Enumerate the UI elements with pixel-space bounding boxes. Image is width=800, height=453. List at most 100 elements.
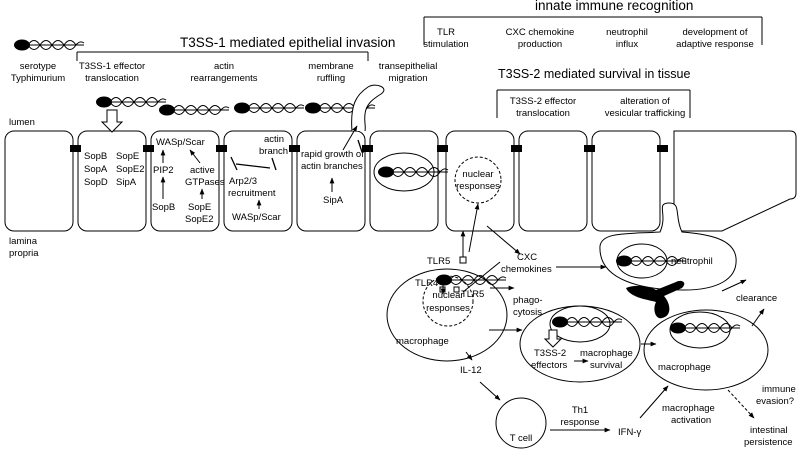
serotype-label: serotype: [20, 61, 56, 72]
step-actin: actin: [214, 61, 234, 72]
effector-sope2: SopE2: [116, 164, 145, 175]
arp-label: Arp2/3: [229, 176, 257, 187]
actin-label: actin: [264, 134, 284, 145]
epithelial-cell: [591, 130, 661, 232]
actin-filament: [230, 156, 238, 171]
macrophage-label: macrophage: [396, 336, 449, 347]
persistence-label-b: persistence: [744, 437, 793, 448]
effector-sopb: SopB: [84, 151, 107, 162]
epithelial-cell-tilted: [673, 130, 797, 232]
arrow: [342, 125, 358, 151]
innate-item-2b: production: [518, 39, 562, 50]
evasion-label-b: evasion?: [756, 396, 794, 407]
step-migration: transepithelial: [379, 61, 438, 72]
nucleus: [454, 156, 502, 204]
sope2-label: SopE2: [185, 214, 214, 225]
t3ss2-header: T3SS-2 mediated survival in tissue: [498, 67, 690, 81]
gtpases-label: GTPases: [185, 177, 225, 188]
innate-header: innate immune recognition: [535, 0, 693, 13]
tlr5-low-label: TLR5: [461, 289, 484, 300]
tight-junction: [437, 145, 448, 152]
innate-item-1b: stimulation: [423, 39, 468, 50]
evasion-label: immune: [762, 384, 796, 395]
recruitment-label: recruitment: [228, 188, 276, 199]
cytosis-label: cytosis: [513, 307, 542, 318]
tight-junction: [657, 145, 668, 152]
t3ss1-header: T3SS-1 mediated epithelial invasion: [180, 35, 395, 50]
tight-junction: [584, 145, 595, 152]
bacterium-icon: [95, 96, 167, 108]
innate-item-3b: influx: [616, 39, 638, 50]
survival-label-b: survival: [590, 360, 622, 371]
il12-label: IL-12: [460, 365, 482, 376]
activation-label: macrophage: [662, 403, 715, 414]
tight-junction: [216, 145, 227, 152]
arrow: [751, 308, 765, 327]
bacterium-icon: [13, 39, 85, 51]
actin-filament: [235, 163, 271, 169]
epithelial-cell: [223, 130, 293, 232]
bacterium-icon: [233, 102, 305, 114]
arrow: [465, 351, 473, 361]
th1-label: Th1: [572, 405, 588, 416]
step-actin-b: rearrangements: [190, 73, 257, 84]
clearance-label: clearance: [736, 293, 777, 304]
survival-label: macrophage: [580, 348, 633, 359]
nuclear-label: nuclear: [462, 169, 493, 180]
tight-junction: [511, 145, 522, 152]
lamina-label-b: propria: [9, 248, 39, 259]
step-ruffling-b: ruffling: [317, 73, 345, 84]
macrophage-cell: [386, 268, 508, 362]
innate-item-1: TLR: [437, 27, 455, 38]
arrow: [189, 149, 201, 164]
tlr4-label: TLR4: [415, 278, 438, 289]
t3ss2-step-1: T3SS-2 effector: [510, 96, 576, 107]
t3ss2-step-2b: vesicular trafficking: [605, 108, 686, 119]
effector-sopa: SopA: [84, 164, 108, 175]
tlr5-receptor: [459, 256, 467, 264]
effector-sipa: SipA: [116, 177, 137, 188]
growth-label: rapid growth of: [301, 149, 364, 160]
growth-label-b: actin branches: [301, 161, 363, 172]
epithelial-cell: [150, 130, 220, 232]
nucleus: [422, 275, 474, 327]
neutrophil-icon: [626, 280, 685, 319]
nuclear-label: nuclear: [432, 290, 463, 301]
innate-item-4b: adaptive response: [676, 39, 754, 50]
step-effector: T3SS-1 effector: [79, 61, 145, 72]
responses-label: responses: [456, 181, 500, 192]
phago-label: phago-: [513, 295, 543, 306]
effector-sopd: SopD: [84, 177, 108, 188]
tlr5-receptor: [453, 286, 460, 293]
innate-item-2: CXC chemokine: [506, 27, 575, 38]
wasp-label: WASp/Scar: [156, 137, 205, 148]
neutrophil-label: neutrophil: [671, 256, 713, 267]
pip2-label: PIP2: [153, 165, 174, 176]
effectors-label: effectors: [531, 360, 568, 371]
arrow: [639, 385, 669, 419]
arrow: [468, 203, 480, 253]
t-cell: [495, 397, 547, 449]
persistence-label: intestinal: [750, 425, 788, 436]
macrophage-cell: [643, 309, 769, 391]
arrow: [486, 225, 521, 255]
innate-item-3: neutrophil: [606, 27, 648, 38]
membrane-ruffle: [351, 84, 385, 132]
ifn-label: IFN-γ: [618, 427, 641, 438]
active-label: active: [190, 165, 215, 176]
tight-junction: [70, 145, 81, 152]
actin-filament: [271, 157, 277, 171]
responses-label: responses: [426, 303, 470, 314]
response-label: response: [560, 417, 599, 428]
sope-label: SopE: [188, 202, 211, 213]
lumen-label: lumen: [9, 117, 35, 128]
bacterium-icon: [551, 316, 623, 328]
lamina-label: lamina: [9, 236, 38, 247]
activation-label-b: activation: [671, 415, 711, 426]
epithelial-cell: [4, 130, 74, 232]
arrow: [462, 261, 501, 293]
translocation-arrow: [543, 329, 563, 348]
translocation-arrow: [100, 109, 124, 133]
wasp-label-3: WASp/Scar: [232, 212, 281, 223]
